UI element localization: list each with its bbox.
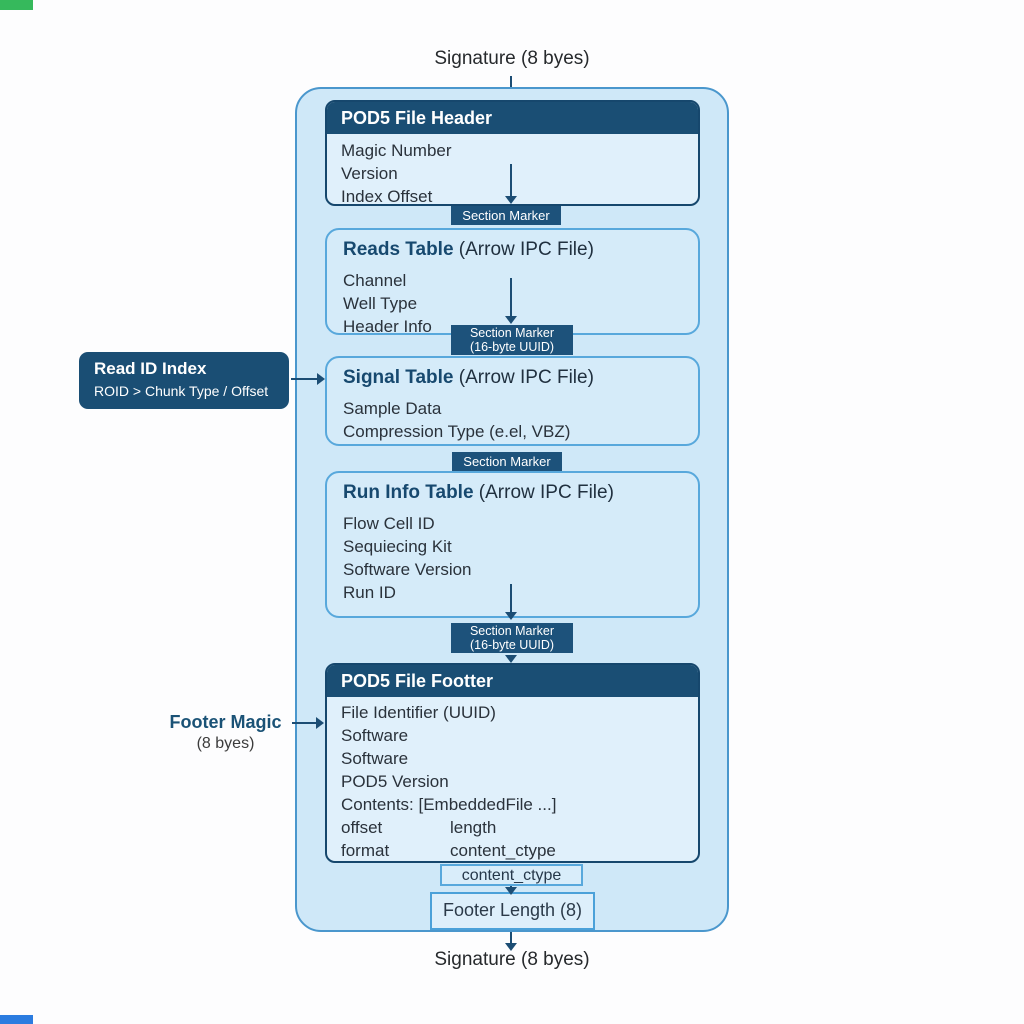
arrow-footer-magic-to-footer — [292, 717, 324, 729]
arrow-header-to-marker1 — [505, 164, 517, 204]
signal-table-title: Signal Table (Arrow IPC File) — [327, 358, 698, 389]
reads-item-header-info: Header Info — [343, 317, 432, 335]
signal-table-title-bold: Signal Table — [343, 367, 454, 388]
run-info-table-title: Run Info Table (Arrow IPC File) — [327, 473, 698, 504]
reads-item-channel: Channel — [343, 271, 407, 290]
run-info-table-box: Run Info Table (Arrow IPC File) Flow Cel… — [325, 471, 700, 618]
signal-item-sample-data: Sample Data — [343, 399, 442, 418]
signal-item-compression-type: Compression Type (e.el, VBZ) — [343, 422, 571, 441]
arrowhead-marker4-to-footer — [505, 655, 517, 663]
read-id-index-subtitle: ROID > Chunk Type / Offset — [94, 383, 269, 399]
signal-table-box: Signal Table (Arrow IPC File) Sample Dat… — [325, 356, 700, 446]
section-marker-4-line2: (16-byte UUID) — [469, 638, 555, 652]
pod5-file-footer-title: POD5 File Footter — [327, 665, 698, 697]
pod5-file-header-title: POD5 File Header — [327, 102, 698, 134]
header-item-magic-number: Magic Number — [341, 141, 452, 160]
read-id-index-title: Read ID Index — [94, 359, 207, 378]
runinfo-item-flow-cell-id: Flow Cell ID — [343, 514, 435, 533]
runinfo-item-sequencing-kit: Sequiecing Kit — [343, 537, 452, 556]
footer-item-software-1: Software — [341, 726, 409, 745]
pod5-file-footer-box: POD5 File Footter File Identifier (UUID)… — [325, 663, 700, 863]
content-ctype-box: content_ctype — [440, 864, 583, 886]
pod5-file-header-box: POD5 File Header Magic Number Version In… — [325, 100, 700, 206]
arrow-runinfo-to-marker4 — [505, 584, 517, 620]
footer-magic-subtitle: (8 byes) — [196, 735, 255, 752]
top-signature-label: Signature (8 byes) — [434, 48, 590, 69]
reads-table-title-bold: Reads Table — [343, 239, 454, 260]
footer-length-box: Footer Length (8) — [430, 892, 595, 930]
section-marker-4-line1: Section Marker — [469, 624, 555, 638]
footer-row-format-contentctype: format content_ctype — [341, 839, 684, 861]
footer-item-file-identifier: File Identifier (UUID) — [341, 703, 496, 722]
footer-item-software-2: Software — [341, 749, 409, 768]
signal-table-title-suffix: (Arrow IPC File) — [453, 367, 594, 388]
top-left-green-bar — [0, 0, 33, 10]
footer-row-offset-length: offset length — [341, 816, 684, 839]
footer-cell-offset: offset — [341, 818, 383, 837]
run-info-table-title-suffix: (Arrow IPC File) — [473, 482, 614, 503]
runinfo-item-run-id: Run ID — [343, 583, 396, 602]
footer-item-pod5-version: POD5 Version — [341, 772, 449, 791]
header-item-version: Version — [341, 164, 398, 183]
bottom-left-blue-bar — [0, 1015, 33, 1024]
reads-table-title-suffix: (Arrow IPC File) — [453, 239, 594, 260]
arrow-to-bottom-signature — [505, 932, 517, 951]
footer-cell-content-ctype: content_ctype — [450, 841, 556, 860]
reads-table-title: Reads Table (Arrow IPC File) — [327, 230, 698, 261]
read-id-index-box: Read ID Index ROID > Chunk Type / Offset — [79, 352, 289, 409]
footer-magic-title: Footer Magic — [169, 712, 282, 732]
section-marker-2-line1: Section Marker — [469, 326, 555, 340]
footer-magic-label: Footer Magic (8 byes) — [133, 712, 318, 753]
run-info-table-title-bold: Run Info Table — [343, 482, 474, 503]
footer-cell-length: length — [450, 818, 497, 837]
bottom-signature-label: Signature (8 byes) — [434, 949, 590, 970]
arrow-read-id-to-signal-table — [291, 373, 325, 385]
runinfo-item-software-version: Software Version — [343, 560, 472, 579]
section-marker-3: Section Marker — [452, 452, 562, 471]
section-marker-2-line2: (16-byte UUID) — [469, 340, 555, 354]
header-item-index-offset: Index Offset — [341, 187, 433, 206]
reads-item-well-type: Well Type — [343, 294, 418, 313]
arrow-ctype-to-footer-length — [505, 886, 517, 895]
section-marker-2: Section Marker (16-byte UUID) — [451, 325, 573, 355]
section-marker-4: Section Marker (16-byte UUID) — [451, 623, 573, 653]
arrow-reads-to-marker2 — [505, 278, 517, 324]
footer-cell-format: format — [341, 841, 390, 860]
footer-item-contents: Contents: [EmbeddedFile ...] — [341, 795, 557, 814]
section-marker-1: Section Marker — [451, 206, 561, 225]
